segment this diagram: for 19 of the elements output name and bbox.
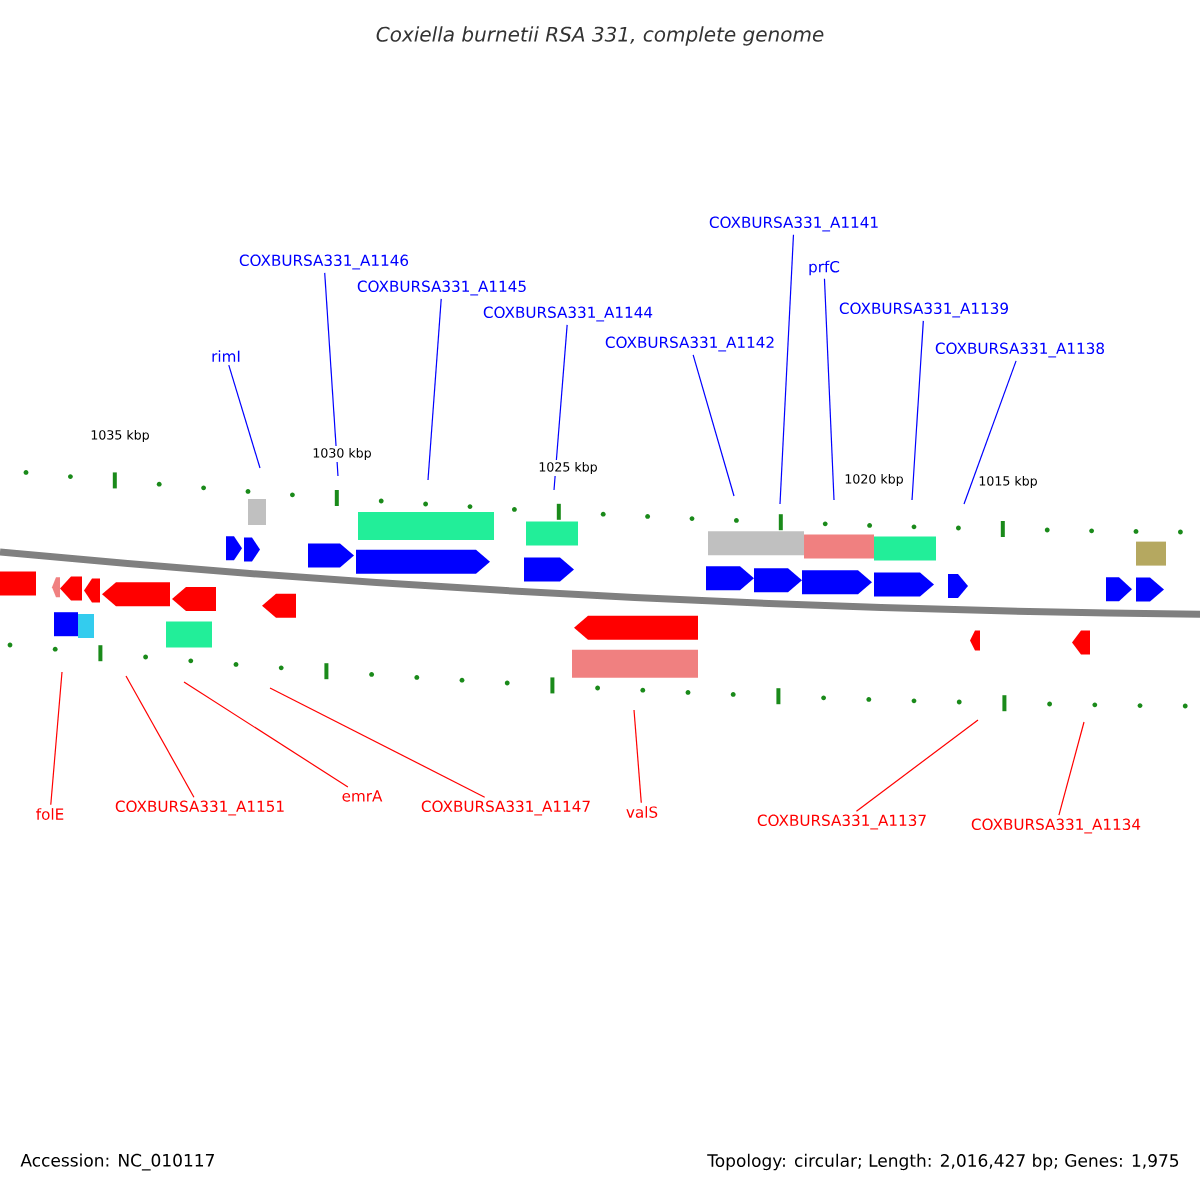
leader-line [553,324,568,491]
leader-line [427,298,442,481]
leader-line [1058,721,1085,816]
leader-line [228,364,261,469]
title: Coxiella burnetii RSA 331, complete genome [376,26,824,46]
footer-text: Topology: circular; Length: 2,016,427 bp; Genes: 1,975 [705,1151,1182,1173]
leader-line [183,681,349,788]
leader-line [269,687,486,798]
leader-line [633,709,642,804]
leader-line [963,360,1017,505]
leader-line [324,272,339,477]
leader-line [125,675,195,798]
leader-line [823,278,835,501]
leader-line [692,354,735,497]
footer-text: Accession: NC_010117 [18,1151,218,1173]
leader-line [50,671,63,806]
leader-line [911,320,924,501]
leader-line [855,719,979,812]
leader-line [779,234,795,505]
